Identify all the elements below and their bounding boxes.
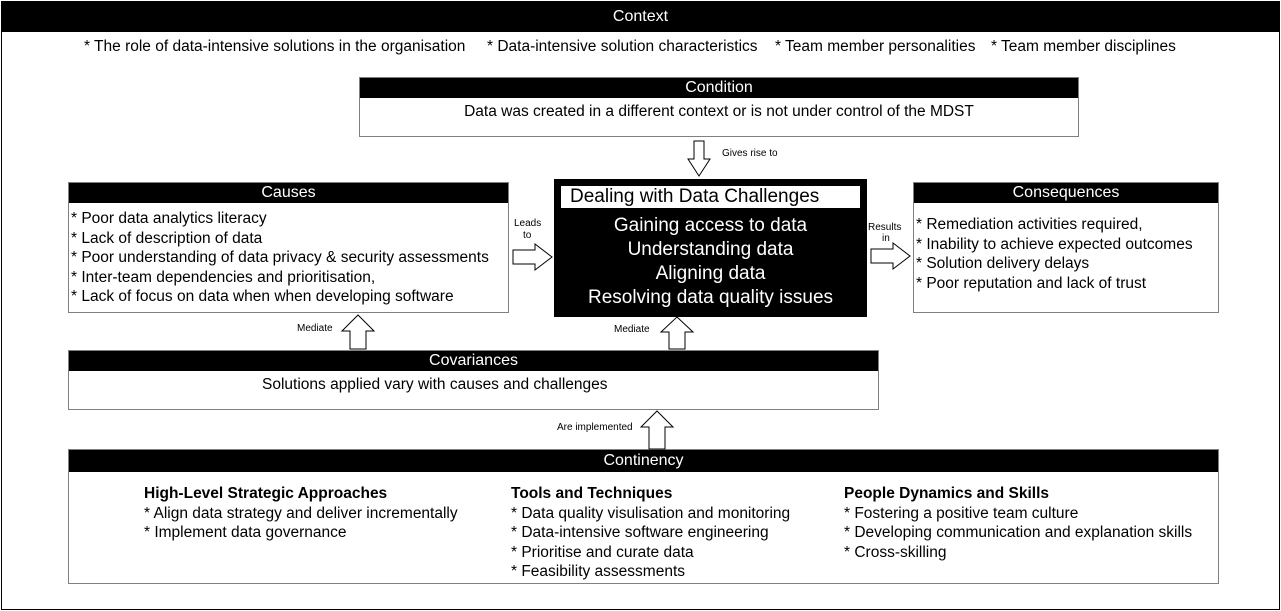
leads-to-label: Leads bbox=[514, 218, 542, 229]
contingency-group-strategic: High-Level Strategic Approaches * Align … bbox=[144, 484, 458, 543]
covariances-box: Covariances Solutions applied vary with … bbox=[68, 350, 879, 410]
context-item: * Team member personalities bbox=[775, 38, 976, 55]
consequence-item: * Solution delivery delays bbox=[916, 255, 1090, 272]
condition-header: Condition bbox=[360, 78, 1078, 98]
phenomenon-item: Understanding data bbox=[627, 239, 794, 260]
group-item: * Data quality visulisation and monitori… bbox=[511, 504, 791, 522]
leads-to-label: to bbox=[523, 230, 532, 241]
cause-item: * Poor understanding of data privacy & s… bbox=[71, 249, 489, 266]
group-item: * Prioritise and curate data bbox=[511, 543, 694, 561]
group-heading: High-Level Strategic Approaches bbox=[144, 485, 388, 502]
cause-item: * Poor data analytics literacy bbox=[71, 210, 267, 227]
group-item: * Data-intensive software engineering bbox=[511, 524, 769, 541]
consequence-item: * Poor reputation and lack of trust bbox=[916, 274, 1147, 292]
causes-box: Causes * Poor data analytics literacy * … bbox=[68, 182, 509, 313]
phenomenon-item: Aligning data bbox=[655, 263, 766, 284]
leads-to-arrow-icon bbox=[512, 242, 553, 272]
group-heading: Tools and Techniques bbox=[511, 485, 673, 502]
cause-item: * Lack of focus on data when when develo… bbox=[71, 288, 454, 305]
contingency-box: Continency High-Level Strategic Approach… bbox=[68, 449, 1219, 584]
phenomenon-item: Resolving data quality issues bbox=[587, 287, 834, 308]
consequence-item: * Remediation activities required, bbox=[916, 216, 1143, 233]
group-item: * Feasibility assessments bbox=[511, 563, 686, 580]
phenomenon-item: Gaining access to data bbox=[613, 215, 808, 236]
context-item: * Data-intensive solution characteristic… bbox=[487, 38, 758, 55]
group-item: * Developing communication and explanati… bbox=[844, 524, 1193, 541]
implemented-arrow-icon bbox=[639, 410, 675, 450]
gives-rise-label: Gives rise to bbox=[722, 148, 778, 159]
mediate-center-label: Mediate bbox=[614, 324, 650, 335]
implemented-label: Are implemented bbox=[557, 422, 633, 433]
causes-header: Causes bbox=[69, 183, 508, 203]
phenomenon-box: Dealing with Data Challenges Gaining acc… bbox=[554, 179, 867, 317]
consequences-header: Consequences bbox=[914, 183, 1218, 203]
condition-box: Condition Data was created in a differen… bbox=[359, 77, 1079, 137]
contingency-header: Continency bbox=[69, 450, 1218, 472]
group-heading: People Dynamics and Skills bbox=[844, 485, 1050, 502]
group-item: * Implement data governance bbox=[144, 524, 347, 541]
context-header: Context bbox=[2, 2, 1279, 32]
mediate-center-arrow-icon bbox=[659, 316, 695, 350]
cause-item: * Lack of description of data bbox=[71, 229, 263, 247]
mediate-left-label: Mediate bbox=[297, 323, 333, 334]
cause-item: * Inter-team dependencies and prioritisa… bbox=[71, 268, 376, 286]
phenomenon-title: Dealing with Data Challenges bbox=[561, 186, 860, 208]
group-item: * Cross-skilling bbox=[844, 543, 947, 561]
group-item: * Align data strategy and deliver increm… bbox=[144, 504, 458, 522]
mediate-left-arrow-icon bbox=[340, 314, 376, 350]
context-item: * The role of data-intensive solutions i… bbox=[84, 38, 466, 55]
context-item: * Team member disciplines bbox=[991, 38, 1176, 55]
contingency-group-tools: Tools and Techniques * Data quality visu… bbox=[511, 484, 790, 582]
group-item: * Fostering a positive team culture bbox=[844, 504, 1079, 522]
results-in-label: Results bbox=[868, 222, 902, 233]
gives-rise-arrow-icon bbox=[687, 140, 711, 177]
results-in-arrow-icon bbox=[870, 241, 911, 271]
covariances-text: Solutions applied vary with causes and c… bbox=[262, 376, 608, 393]
condition-text: Data was created in a different context … bbox=[464, 103, 974, 120]
results-in-label: in bbox=[882, 233, 890, 244]
consequence-item: * Inability to achieve expected outcomes bbox=[916, 235, 1193, 253]
consequences-box: Consequences * Remediation activities re… bbox=[913, 182, 1219, 313]
covariances-header: Covariances bbox=[69, 351, 878, 371]
contingency-group-people: People Dynamics and Skills * Fostering a… bbox=[844, 484, 1192, 562]
